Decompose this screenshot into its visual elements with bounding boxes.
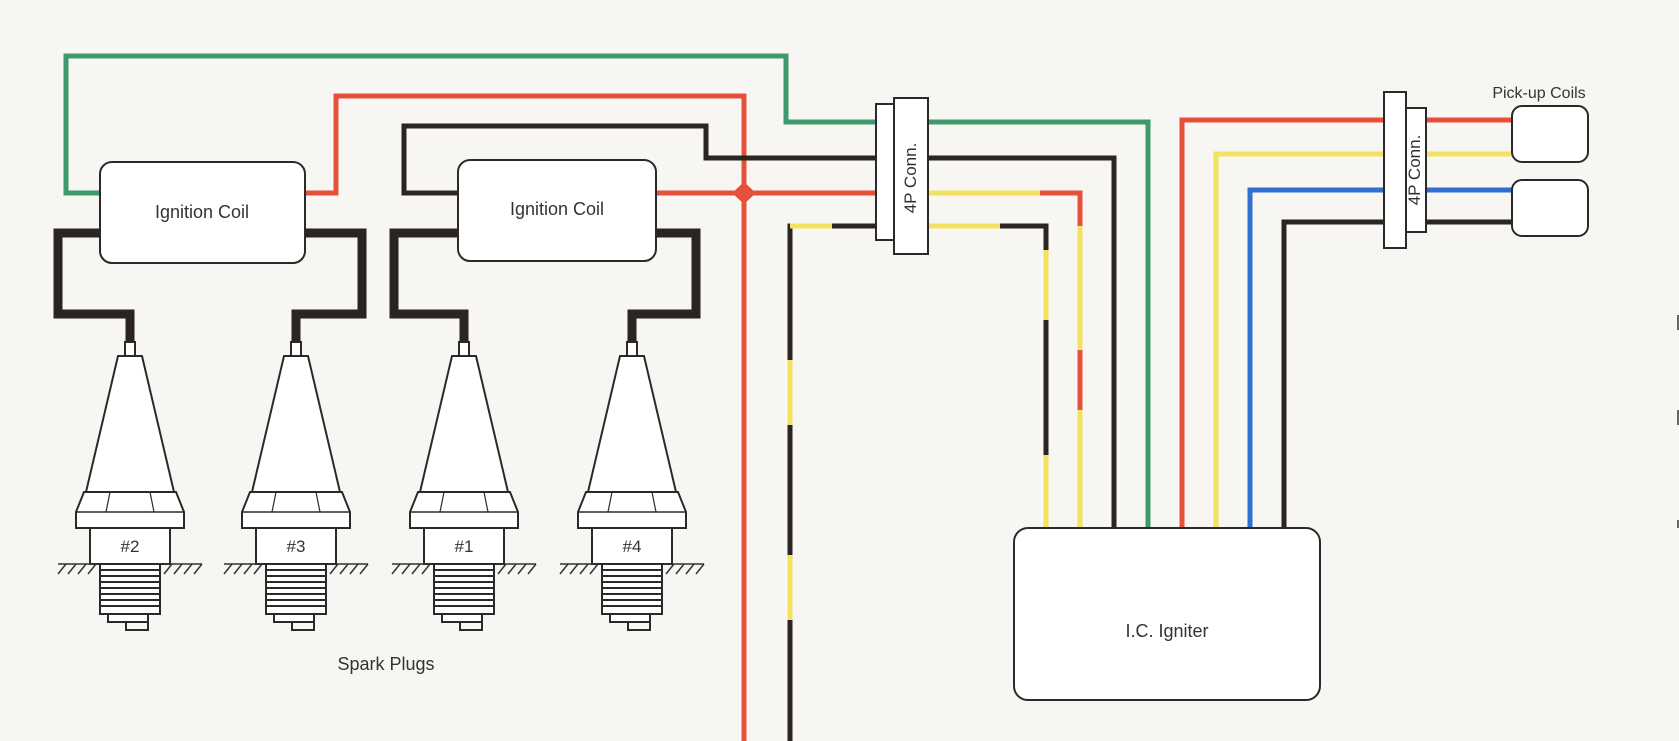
ignition-coil-left: Ignition Coil (99, 161, 306, 264)
wire-blue-pickup (1247, 187, 1520, 530)
wire-red-left-coil (305, 93, 747, 741)
wires (63, 53, 1520, 741)
connector-left-label: 4P Conn. (901, 143, 920, 214)
wire-black-pickup (1281, 219, 1520, 530)
plug-label: #4 (623, 537, 642, 556)
plug-label: #1 (455, 537, 474, 556)
wire-red-pickup (1179, 117, 1520, 530)
wire-yellow-red-stripe (1040, 190, 1083, 410)
plug-label: #2 (121, 537, 140, 556)
spark-plug-3: #3 (223, 341, 369, 631)
ignition-coil-right-label: Ignition Coil (510, 199, 604, 219)
spark-plug-2: #2 (57, 341, 203, 631)
connector-right-label: 4P Conn. (1405, 135, 1424, 206)
wire-yellow-black-to-igniter (928, 223, 1049, 530)
ic-igniter: I.C. Igniter (1013, 527, 1321, 701)
wire-yellow-red-to-igniter (928, 190, 1083, 530)
plug-label: #3 (287, 537, 306, 556)
wire-yellow-black-stripe (1000, 223, 1049, 455)
spark-plug-4: #4 (559, 341, 705, 631)
hv-leads (53, 228, 701, 344)
connector-right: 4P Conn. (1383, 91, 1427, 249)
pickup-coils-label: Pick-up Coils (1492, 85, 1585, 102)
wire-black-to-igniter (928, 155, 1117, 530)
wire-black-yellow-stripe (787, 223, 832, 620)
wire-black-yellow-main (787, 223, 876, 741)
spark-plug-1: #1 (391, 341, 537, 631)
spark-plugs-label: Spark Plugs (337, 654, 434, 674)
wire-black-right-coil (401, 123, 876, 196)
wire-green (63, 53, 1151, 530)
ignition-coil-right: Ignition Coil (457, 159, 657, 262)
wire-junction (732, 182, 756, 204)
wire-yellow-pickup (1213, 151, 1520, 530)
ignition-coil-left-label: Ignition Coil (155, 202, 249, 222)
pickup-coils: Pick-up Coils (1492, 85, 1589, 237)
ic-igniter-label: I.C. Igniter (1125, 621, 1208, 641)
connector-left: 4P Conn. (875, 97, 929, 255)
